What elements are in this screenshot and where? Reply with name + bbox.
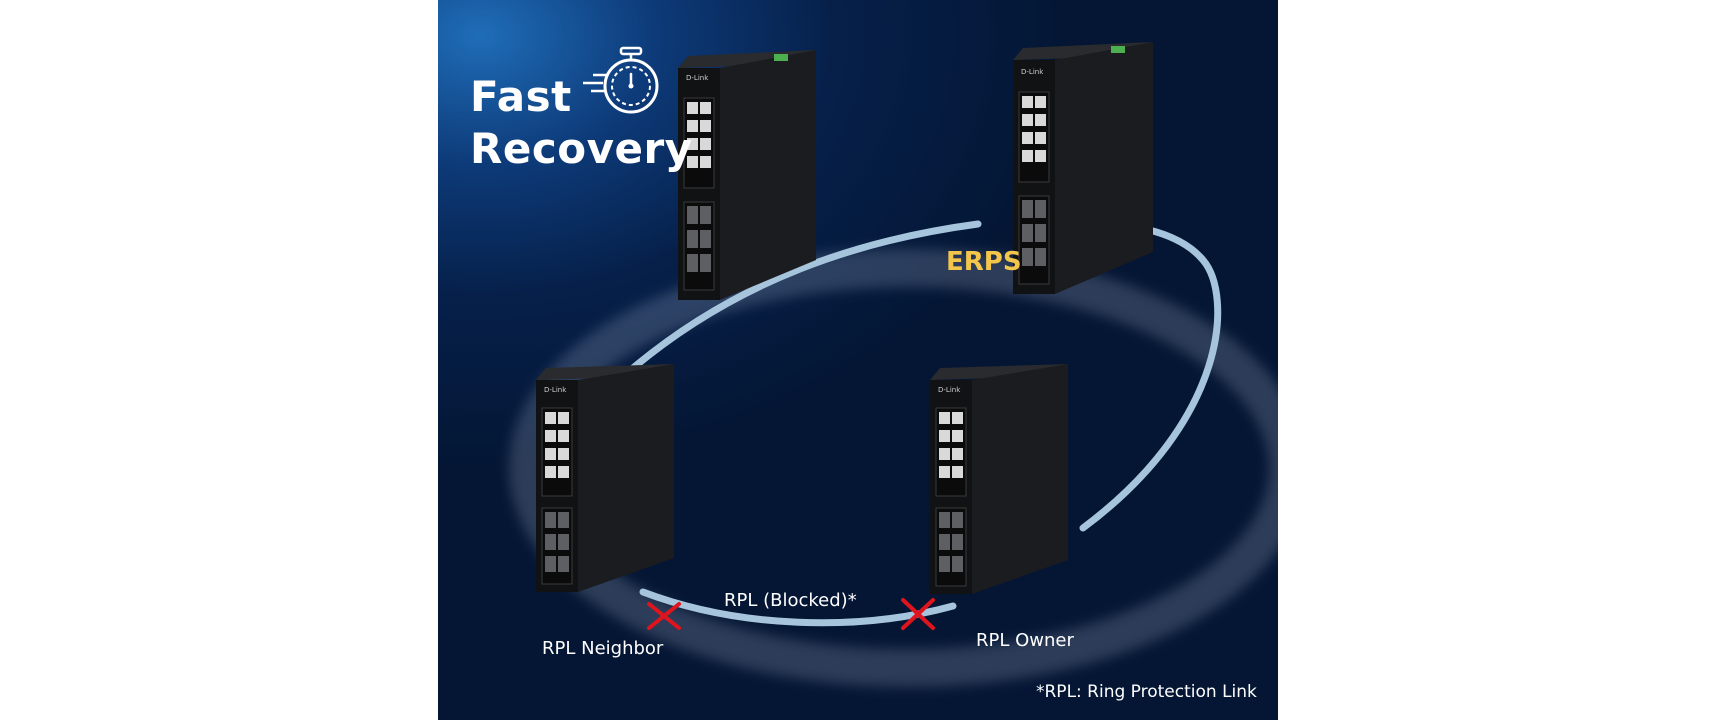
switch-rpl-owner: D-Link [930,364,1068,594]
stopwatch-icon [583,46,659,114]
switch-rpl-neighbor: D-Link [536,364,674,592]
network-diagram: D-Link D-Link [509,42,1278,687]
footnote: *RPL: Ring Protection Link [1036,682,1257,702]
rpl-blocked-label: RPL (Blocked)* [724,590,857,611]
erps-label: ERPS [946,247,1022,277]
switch-top-left: D-Link [678,50,816,300]
svg-text:D-Link: D-Link [1021,68,1044,76]
erps-diagram-panel: D-Link D-Link [438,0,1278,720]
svg-text:D-Link: D-Link [544,386,567,394]
title-line-1: Fast [470,72,572,121]
rpl-owner-label: RPL Owner [976,630,1074,651]
ring-segment [629,220,982,372]
x-mark-icon [647,602,681,630]
svg-text:D-Link: D-Link [686,74,709,82]
title-line-2: Recovery [470,124,693,173]
svg-text:D-Link: D-Link [938,386,961,394]
switch-top-right: D-Link [1013,42,1153,294]
x-mark-icon [901,598,935,630]
rpl-neighbor-label: RPL Neighbor [542,638,664,659]
